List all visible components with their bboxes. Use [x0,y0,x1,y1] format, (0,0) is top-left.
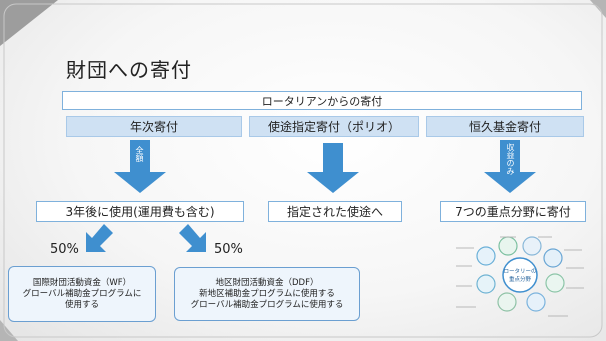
arrow-label-earnings-only: 収益のみ [506,143,515,175]
focus-caption-lines [456,236,584,317]
endowment-fund-box: 恒久基金寄付 [426,116,584,137]
focus-circle-4 [543,248,563,268]
world-fund-line-1: 国際財団活動資金（WF） [32,277,132,288]
percent-district-fund: 50% [214,242,243,257]
district-fund-line-2: 新地区補助金プログラムに使用する [199,288,335,299]
district-fund-line-3: グローバル補助金プログラムに使用する [190,299,344,310]
focus-center-label-1: ロータリーの [503,267,536,275]
corner-decoration-top-left [0,0,58,46]
focus-center-circle [502,257,538,293]
percent-world-fund: 50% [50,242,79,257]
arrow-label-full-amount: 全額 [135,146,144,162]
world-fund-box: 国際財団活動資金（WF） グローバル補助金プログラムに 使用する [8,266,156,322]
world-fund-line-2: グローバル補助金プログラムに [22,288,142,299]
world-fund-line-3: 使用する [64,299,99,310]
rotarian-donations-box: ロータリアンからの寄付 [62,91,582,110]
slide-title: 財団への寄付 [66,58,192,82]
focus-circle-1 [476,246,496,266]
annual-outcome-box: 3年後に使用(運用費も含む) [36,201,244,222]
annual-fund-box: 年次寄付 [66,116,242,137]
slide-border [3,3,603,338]
district-fund-line-1: 地区財団活動資金（DDF） [215,277,319,288]
down-arrow-directed [307,143,359,193]
diagonal-arrow-right [179,224,206,252]
focus-circle-6 [526,292,546,312]
down-arrow-annual [114,140,166,193]
focus-circle-8 [476,274,496,294]
district-fund-box: 地区財団活動資金（DDF） 新地区補助金プログラムに使用する グローバル補助金プ… [174,267,360,321]
endowment-outcome-box: 7つの重点分野に寄付 [440,201,586,222]
focus-circle-3 [522,236,542,256]
directed-outcome-box: 指定された使途へ [268,201,402,222]
diagonal-arrow-left [86,224,113,252]
focus-circle-2 [498,236,518,256]
focus-circle-7 [497,292,517,312]
focus-center-label-2: 重点分野 [509,275,532,283]
down-arrow-endowment [484,140,536,193]
polio-directed-box: 使途指定寄付（ポリオ） [249,116,419,137]
focus-circle-5 [545,273,565,293]
